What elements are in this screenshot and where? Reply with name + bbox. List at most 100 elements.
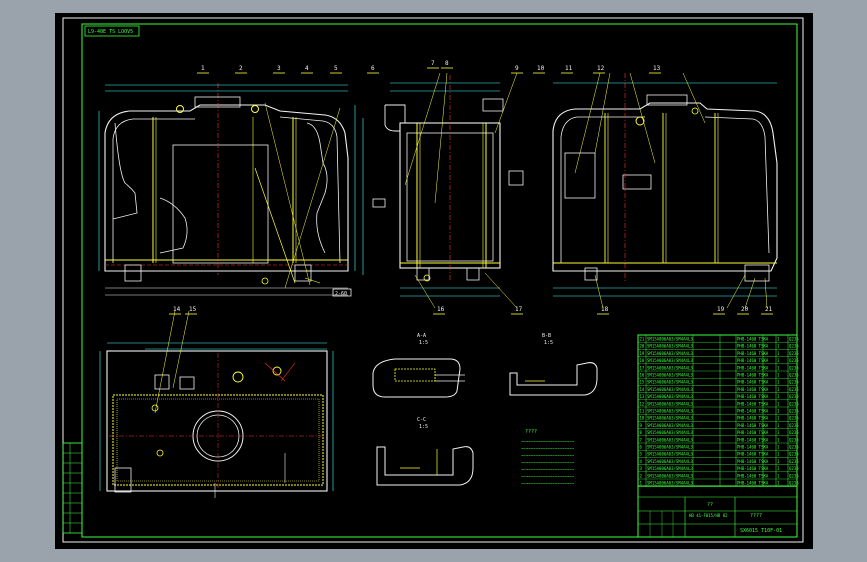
bom-qty: 1 (777, 445, 780, 450)
bom-part-code: SM15A006A03/SM4A4L3 (647, 358, 693, 363)
balloon-3: 3 (277, 65, 281, 72)
bom-material: Q235 (789, 344, 799, 349)
bom-part-code: SM15A006A03/SM4A4L3 (647, 430, 693, 435)
bom-part-code2: PHB-1460 TSKA (737, 481, 769, 486)
note-line-5: ~~~~~~~~~~~~~~~~~~~~~~ (521, 467, 575, 472)
bom-part-code2: PHB-1460 TSKA (737, 351, 769, 356)
bom-row-number: 20 (640, 344, 645, 349)
bom-row-number: 10 (640, 416, 645, 421)
bom-part-code2: PHB-1460 TSKA (737, 409, 769, 414)
bom-material: Q235 (789, 459, 799, 464)
bom-part-code2: PHB-1460 TSKA (737, 473, 769, 478)
bom-part-code: SM15A006A03/SM4A4L3 (647, 416, 693, 421)
bom-qty: 1 (777, 351, 780, 356)
bom-material: Q235 (789, 351, 799, 356)
balloon-16: 16 (437, 306, 445, 313)
balloon-5: 5 (334, 65, 338, 72)
balloon-9: 9 (515, 65, 519, 72)
bom-row-number: 5 (640, 452, 643, 457)
bom-row-number: 6 (640, 445, 643, 450)
title-block: ?? HB 41-F015/HB 02 ???? SX6015 T10F-01 (637, 485, 798, 538)
bom-part-code: SM15A006A03/SM4A4L3 (647, 365, 693, 370)
bom-qty: 1 (777, 473, 780, 478)
balloon-19: 19 (717, 306, 725, 313)
bom-row-number: 18 (640, 358, 645, 363)
bom-part-code: SM15A006A03/SM4A4L3 (647, 373, 693, 378)
bom-row-number: 4 (640, 459, 643, 464)
balloon-8: 8 (445, 60, 449, 67)
bom-row-number: 13 (640, 394, 645, 399)
bom-row-number: 7 (640, 437, 643, 442)
section-cc-title: C-C (417, 417, 426, 423)
bom-qty: 1 (777, 452, 780, 457)
balloon-4: 4 (305, 65, 309, 72)
note-line-3: ~~~~~~~~~~~~~~~~~~~~~~ (521, 453, 575, 458)
cad-drawing-canvas[interactable]: L9-40E TS LOOV5 2-60 (55, 13, 813, 549)
bom-material: Q235 (789, 373, 799, 378)
bom-part-code: SM15A006A03/SM4A4L3 (647, 473, 693, 478)
title-block-code: SX6015 T10F-01 (740, 528, 782, 534)
bom-qty: 1 (777, 401, 780, 406)
bom-material: Q235 (789, 423, 799, 428)
plan-view (99, 310, 334, 498)
dim-box-front: 2-60 (335, 291, 347, 297)
bom-part-code: SM15A006A03/SM4A4L3 (647, 401, 693, 406)
bom-part-code2: PHB-1460 TSKA (737, 365, 769, 370)
bom-row-number: 14 (640, 387, 645, 392)
bom-material: Q235 (789, 401, 799, 406)
section-aa-title: A-A (417, 333, 426, 339)
bom-part-code2: PHB-1460 TSKA (737, 380, 769, 385)
bom-qty: 1 (777, 365, 780, 370)
bom-part-code: SM15A006A03/SM4A4L3 (647, 452, 693, 457)
side-view (372, 72, 524, 309)
bom-part-code: SM15A006A03/SM4A4L3 (647, 459, 693, 464)
section-bb (509, 362, 598, 396)
balloon-17: 17 (515, 306, 523, 313)
bom-material: Q235 (789, 387, 799, 392)
front-view: 2-60 (98, 83, 364, 297)
bom-qty: 1 (777, 466, 780, 471)
bom-qty: 1 (777, 394, 780, 399)
bom-row-number: 16 (640, 373, 645, 378)
bom-part-code: SM15A006A03/SM4A4L3 (647, 337, 693, 342)
bom-part-code2: PHB-1460 TSKA (737, 445, 769, 450)
cad-drawing-viewport[interactable]: L9-40E TS LOOV5 2-60 (55, 13, 813, 549)
bom-part-code2: PHB-1460 TSKA (737, 466, 769, 471)
note-line-1: ~~~~~~~~~~~~~~~~~~~~~~ (521, 439, 575, 444)
title-block-sub: HB 41-F015/HB 02 (689, 513, 728, 518)
tech-notes: ???? ~~~~~~~~~~~~~~~~~~~~~~ ~~~~~~~~~~~~… (521, 429, 575, 486)
bom-qty: 1 (777, 344, 780, 349)
bom-part-code2: PHB-1460 TSKA (737, 387, 769, 392)
bom-material: Q235 (789, 409, 799, 414)
bom-part-code2: PHB-1460 TSKA (737, 452, 769, 457)
bom-qty: 1 (777, 373, 780, 378)
bom-qty: 1 (777, 337, 780, 342)
bom-material: Q235 (789, 337, 799, 342)
bom-qty: 1 (777, 387, 780, 392)
bom-part-code2: PHB-1460 TSKA (737, 394, 769, 399)
bom-row-number: 8 (640, 430, 643, 435)
bom-row-number: 15 (640, 380, 645, 385)
bom-qty: 1 (777, 358, 780, 363)
balloon-15: 15 (189, 306, 197, 313)
bom-qty: 1 (777, 380, 780, 385)
section-cc (376, 446, 474, 486)
bom-part-code: SM15A006A03/SM4A4L3 (647, 409, 693, 414)
bom-material: Q235 (789, 416, 799, 421)
bom-material: Q235 (789, 452, 799, 457)
bom-part-code: SM15A006A03/SM4A4L3 (647, 437, 693, 442)
bom-part-code2: PHB-1460 TSKA (737, 459, 769, 464)
bom-qty: 1 (777, 416, 780, 421)
bom-part-code: SM15A006A03/SM4A4L3 (647, 445, 693, 450)
balloon-12: 12 (597, 65, 605, 72)
bom-part-code: SM15A006A03/SM4A4L3 (647, 394, 693, 399)
note-line-4: ~~~~~~~~~~~~~~~~~~~~~~ (521, 460, 575, 465)
bom-row-number: 3 (640, 466, 643, 471)
balloon-11: 11 (565, 65, 573, 72)
bom-qty: 1 (777, 423, 780, 428)
bom-part-code: SM15A006A03/SM4A4L3 (647, 344, 693, 349)
section-bb-title: B-B (542, 333, 551, 339)
title-block-name: ???? (750, 513, 762, 519)
